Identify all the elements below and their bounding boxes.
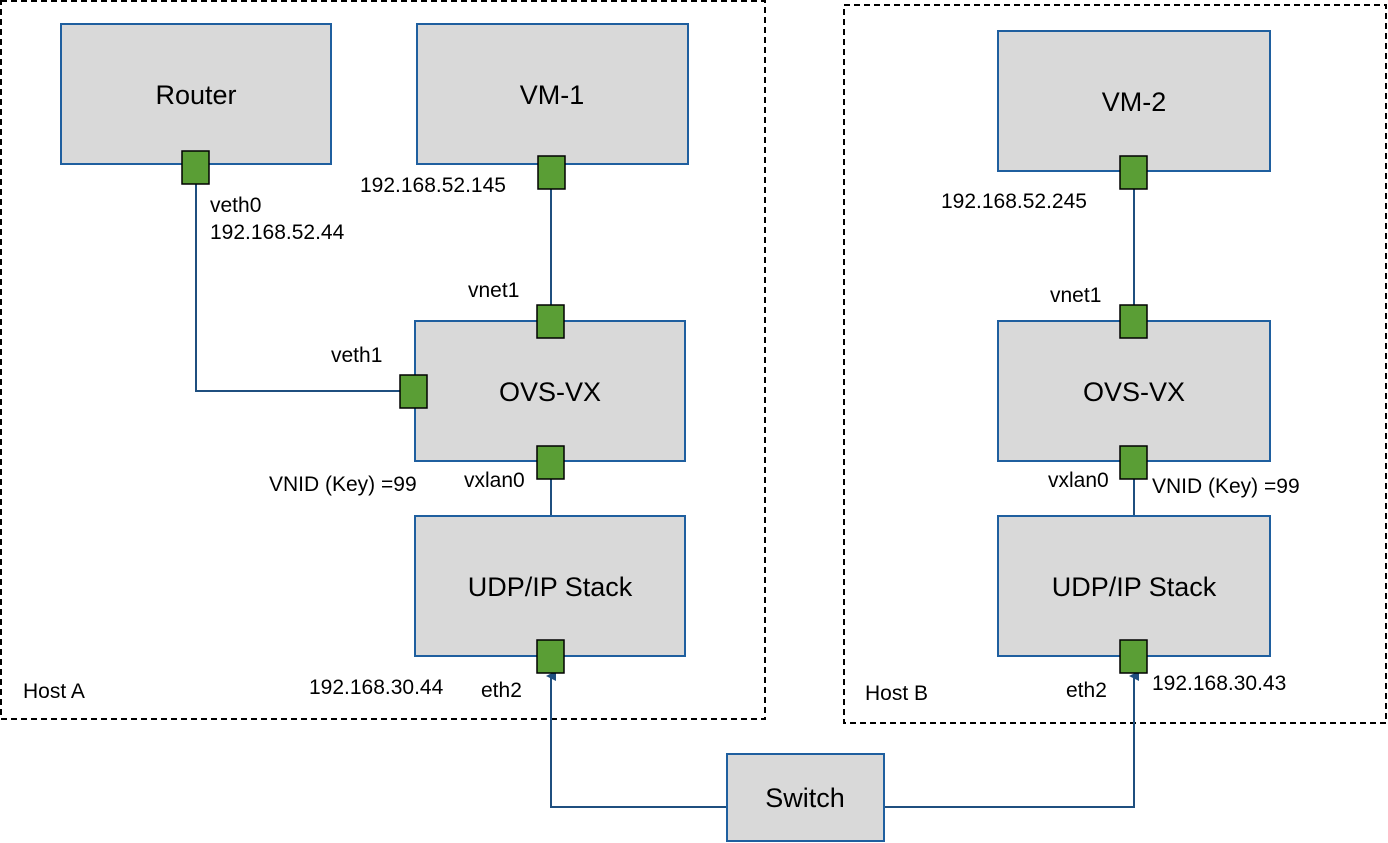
udp-a-label: UDP/IP Stack (468, 572, 633, 602)
ovs-a-label: OVS-VX (499, 377, 601, 407)
host-b-group: Host B (843, 4, 1387, 724)
vnid-a-label: VNID (Key) =99 (269, 473, 417, 496)
host-b-frame (843, 4, 1387, 724)
port-labels: veth0 192.168.52.44 192.168.52.145 vnet1… (210, 174, 1300, 702)
host-a-label: Host A (23, 680, 85, 703)
eth2-a-label: eth2 (481, 679, 522, 702)
port-vxlan0-b (1119, 445, 1148, 480)
vxlan0-b-label: vxlan0 (1048, 469, 1109, 492)
ovs-b-box: OVS-VX (997, 320, 1271, 462)
udp-b-label: UDP/IP Stack (1052, 572, 1217, 602)
eth2-ip-b-label: 192.168.30.43 (1152, 672, 1286, 695)
switch-label: Switch (765, 783, 845, 813)
port-vnet1-b (1119, 304, 1148, 339)
veth0-ip-label: 192.168.52.44 (210, 221, 345, 244)
ovs-a-box: OVS-VX (414, 320, 686, 462)
udp-a-box: UDP/IP Stack (414, 515, 686, 657)
host-b-label: Host B (865, 682, 928, 705)
port-vm2 (1119, 155, 1148, 190)
vm1-box: VM-1 (416, 23, 689, 165)
udp-b-rect (997, 515, 1271, 657)
eth2-b-label: eth2 (1066, 679, 1107, 702)
port-veth1 (399, 374, 428, 409)
vnid-b-label: VNID (Key) =99 (1152, 475, 1300, 498)
port-vm1 (537, 155, 566, 190)
port-vxlan0-a (536, 445, 565, 480)
switch-eth2-b-link (884, 671, 1139, 808)
vm2-rect (997, 30, 1271, 172)
vm2-ip-label: 192.168.52.245 (941, 190, 1087, 213)
vm2-box: VM-2 (997, 30, 1271, 172)
vm1-rect (416, 23, 689, 165)
veth-pair-link (195, 183, 400, 392)
switch-eth2-a-link (546, 671, 727, 808)
vm1-ip-label: 192.168.52.145 (360, 174, 506, 197)
port-vnet1-a (536, 304, 565, 339)
veth1-label: veth1 (331, 344, 382, 367)
router-label: Router (155, 80, 236, 110)
switch-box: Switch (726, 753, 885, 842)
links (195, 183, 1139, 808)
veth0-label: veth0 (210, 194, 261, 217)
ovs-a-rect (414, 320, 686, 462)
udp-b-box: UDP/IP Stack (997, 515, 1271, 657)
ovs-b-label: OVS-VX (1083, 377, 1185, 407)
eth2-ip-a-label: 192.168.30.44 (309, 676, 444, 699)
vnet1-a-label: vnet1 (468, 279, 519, 302)
switch-rect (726, 753, 885, 842)
vxlan0-a-label: vxlan0 (464, 469, 525, 492)
port-veth0 (181, 150, 210, 185)
host-a-frame (0, 0, 766, 720)
port-eth2-a (536, 639, 565, 674)
vm2-label: VM-2 (1102, 87, 1167, 117)
port-eth2-b (1119, 639, 1148, 674)
ports (181, 150, 1148, 674)
router-box: Router (60, 23, 332, 165)
host-a-group: Host A (0, 0, 766, 720)
router-rect (60, 23, 332, 165)
vnet1-b-label: vnet1 (1050, 284, 1101, 307)
vm1-label: VM-1 (520, 80, 585, 110)
